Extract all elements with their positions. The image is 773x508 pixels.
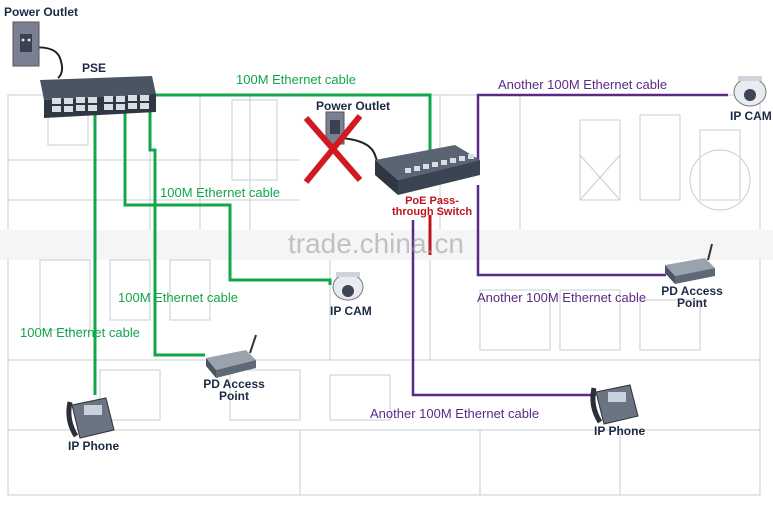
cable-pse-to-poe-switch bbox=[150, 93, 432, 150]
ip-phone-icon bbox=[590, 384, 639, 425]
pd-access-point-label: PD Access Point bbox=[203, 377, 265, 403]
access-point-icon bbox=[206, 334, 257, 378]
cable-label: Another 100M Ethernet cable bbox=[370, 406, 540, 421]
ip-cam-label: IP CAM bbox=[330, 304, 372, 318]
pse-switch-icon bbox=[40, 76, 156, 118]
cable-switch-to-ip-cam-top bbox=[476, 93, 728, 170]
crossed-power-outlet-icon bbox=[303, 111, 363, 184]
cable-label: 100M Ethernet cable bbox=[236, 72, 356, 87]
ip-phone-icon bbox=[66, 397, 115, 439]
poe-switch-label: PoE Pass- through Switch bbox=[392, 195, 473, 218]
ip-cam-icon bbox=[733, 76, 767, 107]
ip-phone-label: IP Phone bbox=[594, 424, 646, 438]
purple-cables bbox=[411, 93, 728, 397]
cable-switch-to-ip-phone-right bbox=[411, 220, 596, 397]
cable-label: 100M Ethernet cable bbox=[118, 290, 238, 305]
cable-label: 100M Ethernet cable bbox=[160, 185, 280, 200]
ip-cam-icon bbox=[332, 272, 364, 301]
pse-label: PSE bbox=[82, 61, 107, 75]
power-outlet-label: Power Outlet bbox=[4, 5, 79, 19]
power-outlet-icon bbox=[12, 21, 40, 67]
access-point-icon bbox=[665, 243, 715, 284]
power-outlet-label: Power Outlet bbox=[316, 99, 391, 113]
ip-phone-label: IP Phone bbox=[68, 439, 120, 453]
poe-switch-icon bbox=[375, 145, 480, 195]
green-cables bbox=[93, 93, 432, 395]
cable-label: Another 100M Ethernet cable bbox=[498, 77, 668, 92]
cable-switch-to-pd-access-point-right bbox=[476, 185, 666, 277]
cable-label: Another 100M Ethernet cable bbox=[477, 290, 647, 305]
pd-access-point-label: PD Access Point bbox=[661, 284, 723, 310]
watermark: trade.china.cn bbox=[288, 228, 464, 259]
cable-pse-to-access-point bbox=[148, 112, 205, 357]
ip-cam-label: IP CAM bbox=[730, 109, 772, 123]
cable-label: 100M Ethernet cable bbox=[20, 325, 140, 340]
